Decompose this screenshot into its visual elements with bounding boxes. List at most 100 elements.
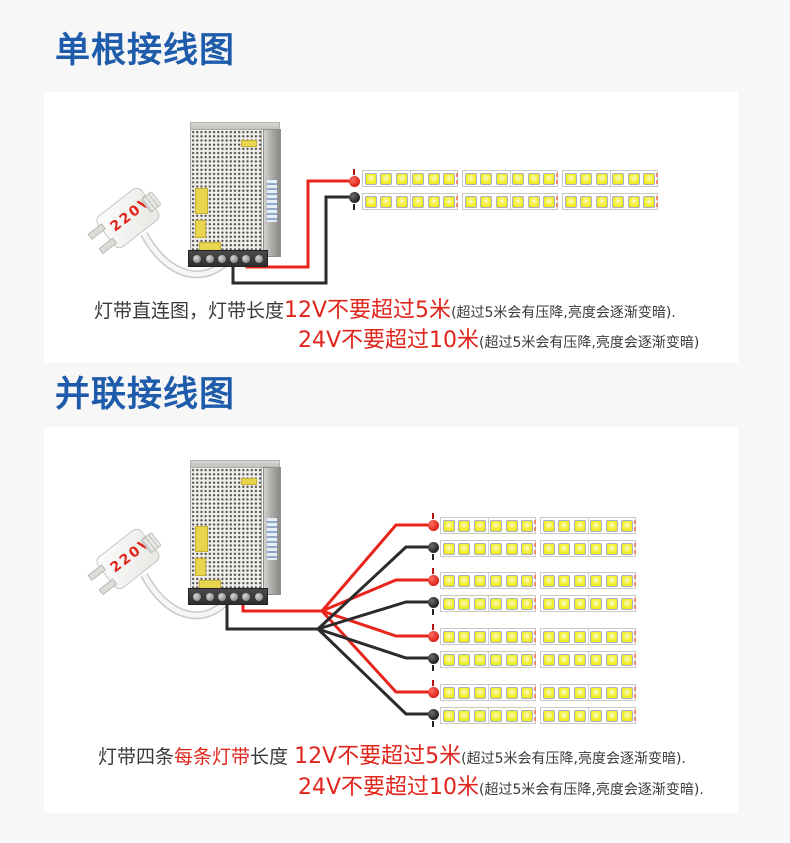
- dc-wire-red-branch1: [320, 523, 430, 612]
- led-segment: [562, 193, 658, 210]
- led-chip: [573, 709, 586, 722]
- led-chip: [590, 686, 603, 699]
- warning-sticker: [195, 220, 206, 238]
- led-chip: [505, 542, 518, 555]
- led-chip: [621, 630, 634, 643]
- caption-note-12v: (超过5米会有压降,亮度会逐渐变暗).: [451, 305, 676, 321]
- terminal-screw: [230, 254, 239, 263]
- led-chip: [590, 597, 603, 610]
- led-chip: [521, 542, 534, 555]
- terminal-screw: [254, 592, 263, 601]
- led-chip: [558, 542, 571, 555]
- connector-dot-red: [428, 568, 439, 586]
- led-chip: [527, 172, 540, 185]
- led-chip: [521, 686, 534, 699]
- led-group: [487, 596, 536, 611]
- led-chip: [521, 653, 534, 666]
- led-group: [441, 573, 488, 588]
- led-chip: [464, 195, 477, 208]
- led-chip: [527, 195, 540, 208]
- caption-lead-black2: 长度: [250, 746, 295, 768]
- led-group: [587, 518, 636, 533]
- led-group: [409, 171, 458, 186]
- led-strip-row: [440, 651, 636, 668]
- caption-note-24v: (超过5米会有压降,亮度会逐渐变暗).: [479, 782, 704, 798]
- led-segment: [440, 540, 536, 557]
- led-chip: [605, 597, 618, 610]
- section2-panel: 220V 灯带四条每条灯带长度 12V不要超过5米(超过5米会有压降,亮度会逐渐…: [44, 427, 738, 813]
- led-group: [463, 171, 510, 186]
- led-chip: [542, 597, 555, 610]
- led-strip-row: [440, 684, 636, 701]
- led-group: [587, 596, 636, 611]
- led-group: [541, 518, 588, 533]
- led-strip-4: [440, 684, 636, 730]
- led-chip: [621, 519, 634, 532]
- led-segment: [540, 684, 636, 701]
- led-group: [509, 171, 558, 186]
- psu-side-panel: [263, 467, 281, 595]
- led-chip: [605, 653, 618, 666]
- caption-rule-24v: 24V不要超过10米: [298, 775, 480, 800]
- dc-wire-red-branch4: [320, 609, 430, 694]
- led-chip: [442, 709, 455, 722]
- dc-wire-red-branch2: [321, 578, 430, 613]
- led-chip: [558, 519, 571, 532]
- led-chip: [521, 574, 534, 587]
- led-chip: [473, 686, 486, 699]
- led-chip: [364, 172, 377, 185]
- led-chip: [627, 195, 640, 208]
- led-chip: [458, 653, 471, 666]
- led-group: [587, 652, 636, 667]
- terminal-screw: [242, 254, 251, 263]
- dc-wire-black-branch2: [317, 600, 430, 631]
- led-chip: [442, 542, 455, 555]
- psu-side-panel: [263, 129, 281, 257]
- led-chip: [580, 172, 593, 185]
- psu-side-label: [267, 518, 277, 560]
- led-segment: [562, 170, 658, 187]
- caption-lead-red: 每条灯带: [174, 746, 251, 768]
- led-chip: [558, 686, 571, 699]
- led-chip: [573, 542, 586, 555]
- led-segment: [540, 628, 636, 645]
- psu-side-label: [267, 180, 277, 222]
- led-group: [587, 629, 636, 644]
- led-chip: [458, 542, 471, 555]
- led-chip: [473, 542, 486, 555]
- led-chip: [427, 172, 440, 185]
- led-chip: [490, 574, 503, 587]
- led-strip-row: [362, 170, 658, 187]
- led-group: [541, 685, 588, 700]
- led-group: [441, 652, 488, 667]
- led-chip: [605, 630, 618, 643]
- connector-dot-red: [428, 680, 439, 698]
- led-chip: [590, 630, 603, 643]
- led-chip: [590, 542, 603, 555]
- led-chip: [505, 686, 518, 699]
- led-chip: [443, 172, 456, 185]
- led-chip: [521, 709, 534, 722]
- caption-lead: 灯带直连图，灯带长度: [94, 300, 285, 322]
- led-chip: [395, 195, 408, 208]
- led-group: [541, 708, 588, 723]
- terminal-screw: [242, 592, 251, 601]
- led-chip: [521, 519, 534, 532]
- led-chip: [458, 519, 471, 532]
- led-segment: [440, 684, 536, 701]
- led-chip: [621, 686, 634, 699]
- caption-note-24v: (超过5米会有压降,亮度会逐渐变暗): [479, 335, 700, 351]
- led-group: [487, 629, 536, 644]
- led-group: [587, 573, 636, 588]
- plug-prong: [98, 578, 118, 596]
- psu-terminal-block: [188, 588, 268, 605]
- led-chip: [542, 574, 555, 587]
- psu-terminal-block: [188, 250, 268, 267]
- led-chip: [542, 630, 555, 643]
- led-chip: [621, 597, 634, 610]
- section1-panel: 220V 灯带直连图，灯带长度12V不要超过5米(超过5米会有压降,亮度会逐渐变…: [44, 92, 738, 363]
- led-group: [441, 685, 488, 700]
- led-chip: [564, 172, 577, 185]
- led-chip: [621, 574, 634, 587]
